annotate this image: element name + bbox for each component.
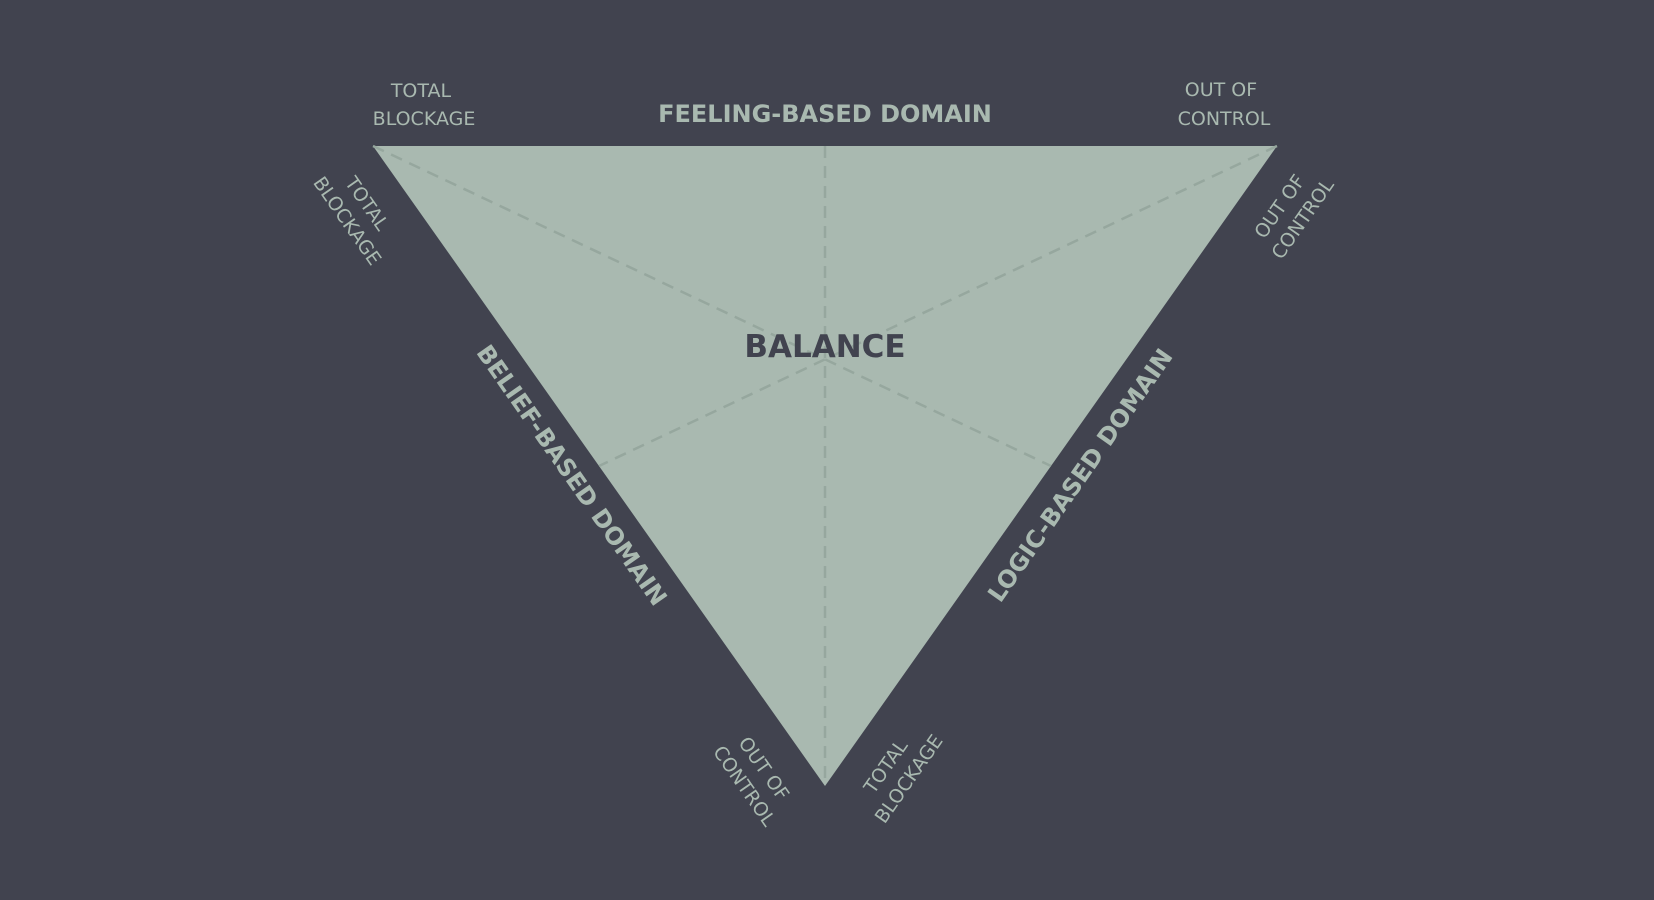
divider-top-left [372, 144, 1052, 468]
feeling-domain-label: FEELING-BASED DOMAIN [658, 100, 992, 128]
corner-label-bottom-right: TOTAL BLOCKAGE [849, 716, 947, 828]
center-label: BALANCE [744, 329, 905, 365]
corner-label-top-right-top: OUT OF CONTROL [1178, 79, 1271, 130]
corner-label-top-right-side: OUT OF CONTROL [1246, 160, 1339, 264]
corner-label-top-left-side: TOTAL BLOCKAGE [308, 158, 406, 270]
corner-label-bottom-left: OUT OF CONTROL [708, 727, 801, 831]
divider-top-right [598, 144, 1278, 468]
corner-label-top-left-top: TOTAL BLOCKAGE [373, 80, 476, 130]
